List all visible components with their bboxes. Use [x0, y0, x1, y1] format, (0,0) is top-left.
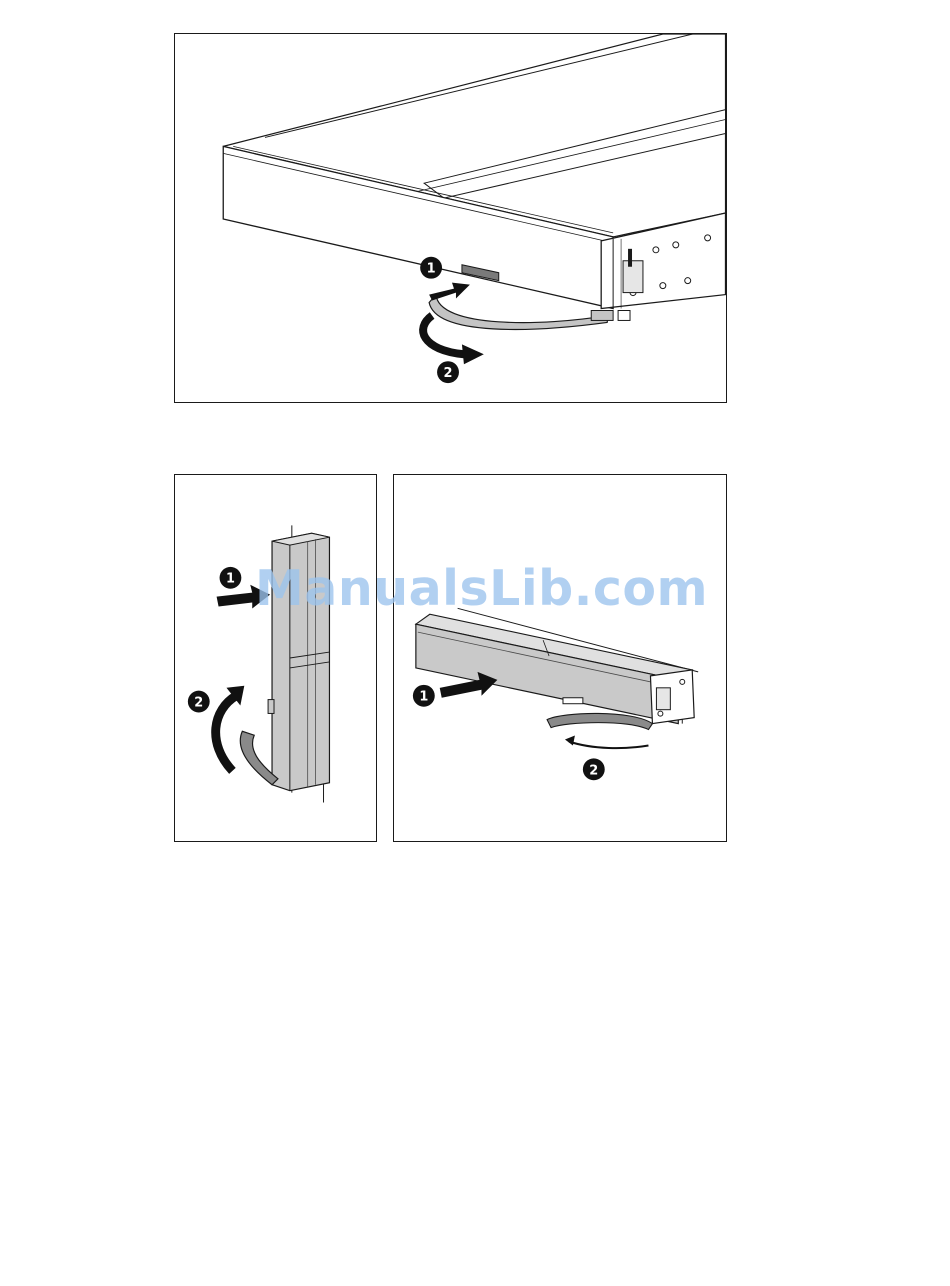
callout-2: 2 — [583, 758, 605, 780]
watermark: ManualsLib.com — [255, 560, 715, 617]
svg-text:2: 2 — [194, 696, 203, 711]
svg-text:1: 1 — [419, 690, 428, 705]
svg-text:1: 1 — [226, 572, 235, 587]
arrow-push-icon — [429, 283, 470, 301]
callout-1: 1 — [420, 257, 442, 279]
figure-install-vertical: 1 2 — [174, 474, 377, 842]
arrow-rotate-icon — [462, 344, 484, 364]
figure-install-horizontal: 1 2 — [393, 474, 727, 842]
svg-text:1: 1 — [427, 262, 436, 277]
illustration-blade-lever-release: 1 2 — [175, 34, 726, 402]
svg-text:2: 2 — [444, 366, 453, 381]
svg-text:2: 2 — [589, 763, 598, 778]
figure-remove-blade: 1 2 — [174, 33, 727, 403]
illustration-vertical-blade: 1 2 — [175, 475, 376, 841]
illustration-horizontal-blade: 1 2 — [394, 475, 726, 841]
callout-1: 1 — [220, 567, 242, 589]
arrow-sweep-icon — [565, 736, 575, 746]
callout-2: 2 — [188, 691, 210, 713]
callout-2: 2 — [437, 361, 459, 383]
callout-1: 1 — [413, 685, 435, 707]
